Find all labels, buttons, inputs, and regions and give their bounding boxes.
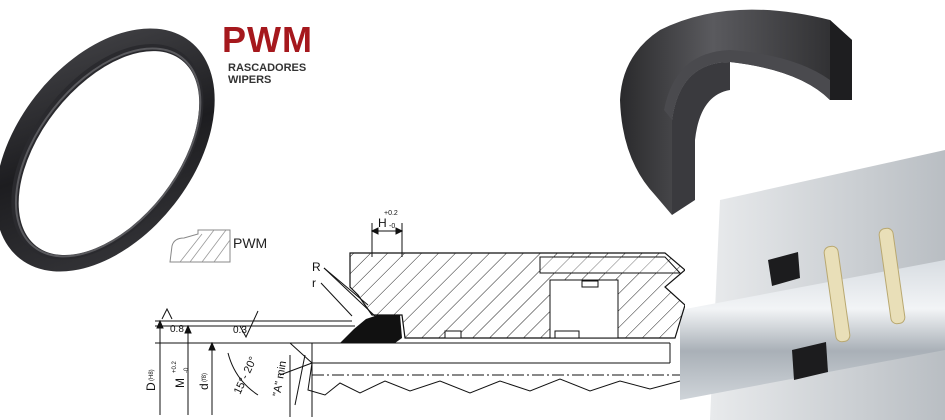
angle-arc — [227, 352, 259, 396]
technical-drawing: +0.2 H -0 R r 0.8 0.3 D (H8) M +0.2 -0 d… — [144, 210, 685, 417]
radius-small-label: r — [312, 276, 316, 290]
dim-d-fit: (f8) — [202, 373, 208, 382]
roughness-08: 0.8 — [170, 324, 184, 335]
brand-subtitle-es: RASCADORES — [228, 62, 307, 74]
diameter-dimensions — [156, 319, 313, 417]
profile-icon-label: PWM — [233, 235, 268, 251]
dim-d-label: d — [197, 383, 211, 390]
wiper-seal-profile — [340, 315, 402, 343]
dim-M-label: M — [173, 378, 187, 388]
angle-label: 15°- 20° — [232, 355, 260, 396]
wiper-cutaway-render — [620, 9, 852, 216]
dim-M-tol-plus: +0.2 — [172, 360, 178, 373]
roughness-03: 0.3 — [233, 325, 247, 336]
roughness-symbols — [161, 307, 259, 339]
height-dimension — [370, 223, 404, 257]
tol-plus: +0.2 — [384, 210, 398, 217]
chamfer-label: "A" min — [271, 360, 289, 397]
height-label: H — [378, 216, 387, 230]
rod-assembly-render — [680, 150, 945, 420]
tol-zero: -0 — [389, 223, 395, 230]
wiper-ring-photo — [0, 28, 215, 272]
profile-icon — [169, 229, 231, 263]
dim-D-fit: (H8) — [149, 369, 155, 381]
brand-name: PWM — [222, 19, 313, 60]
housing-section — [349, 252, 685, 339]
dim-M-tol-zero: -0 — [184, 367, 190, 373]
dim-D-label: D — [144, 382, 158, 391]
radius-leaders — [320, 267, 377, 318]
brand-subtitle-en: WIPERS — [228, 74, 272, 86]
radius-big-label: R — [312, 260, 321, 274]
chamfer-lines — [279, 342, 313, 406]
